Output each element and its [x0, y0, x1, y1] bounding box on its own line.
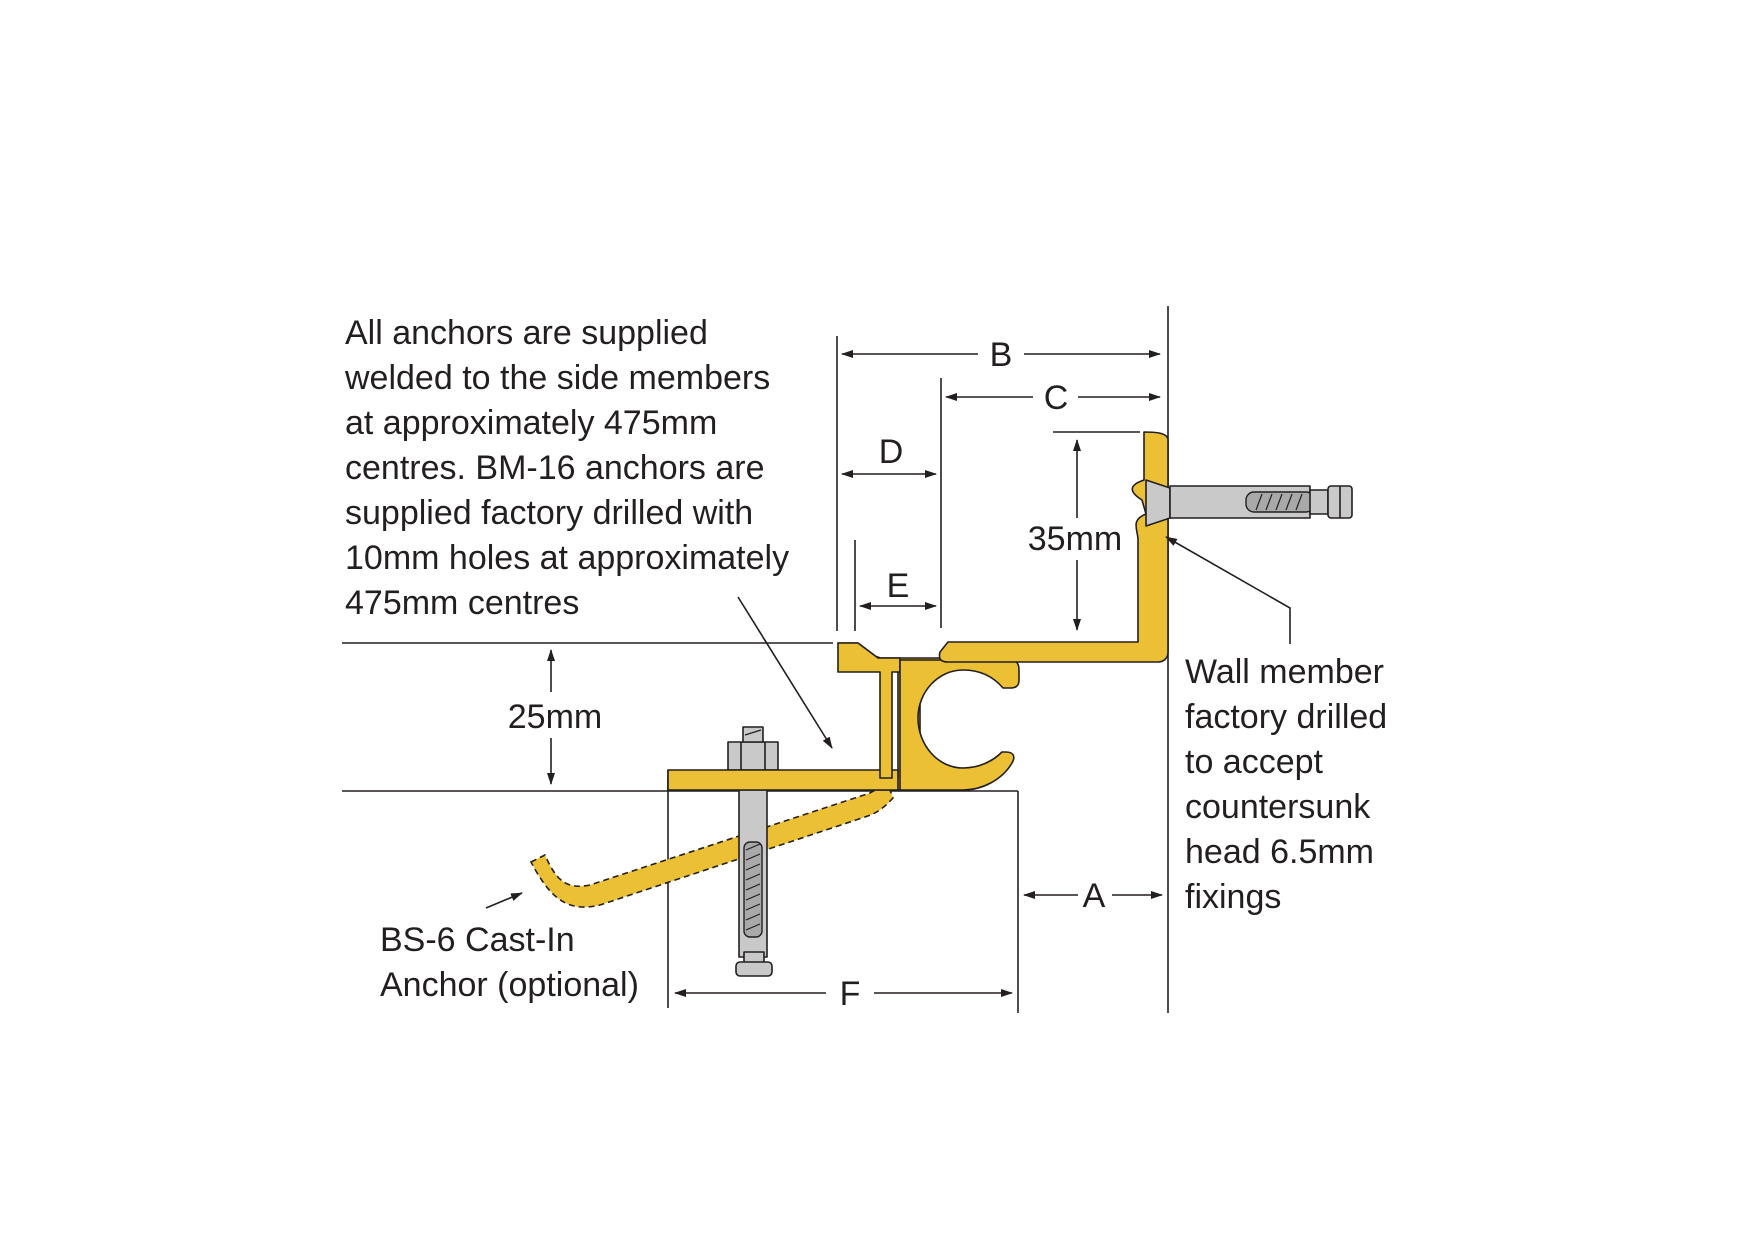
label-a: A [1083, 877, 1106, 915]
wall-member-note-line: factory drilled [1185, 698, 1387, 736]
label-d: D [879, 433, 904, 471]
anchors-note: All anchors are supplied welded to the s… [344, 314, 789, 622]
wall-member-note-line: Wall member [1185, 653, 1384, 691]
cast-in-anchor-note-line: Anchor (optional) [380, 966, 639, 1004]
wall-member-profile [938, 431, 1169, 663]
wall-member-note: Wall member factory drilled to accept co… [1185, 653, 1387, 916]
wall-member-note-line: fixings [1185, 878, 1281, 916]
cast-in-anchor-note: BS-6 Cast-In Anchor (optional) [380, 921, 639, 1004]
label-b: B [990, 336, 1013, 374]
wall-member-note-line: countersunk [1185, 788, 1371, 826]
anchors-note-line: All anchors are supplied [345, 314, 708, 352]
wall-member-note-line: head 6.5mm [1185, 833, 1374, 871]
extension-lines [667, 336, 1140, 1008]
anchor-plate [667, 769, 899, 791]
wall-member-note-line: to accept [1185, 743, 1324, 781]
label-f: F [840, 975, 861, 1013]
anchors-note-line: centres. BM-16 anchors are [345, 449, 765, 487]
wall-expansion-bolt [1145, 479, 1353, 527]
side-member [837, 642, 901, 779]
label-c: C [1044, 379, 1069, 417]
anchors-note-line: supplied factory drilled with [345, 494, 753, 532]
c-channel-profile [899, 659, 1020, 791]
leader-anchors-note [737, 596, 833, 749]
cast-in-anchor [529, 787, 894, 908]
anchors-note-line: at approximately 475mm [345, 404, 717, 442]
label-35mm: 35mm [1028, 520, 1122, 558]
label-25mm: 25mm [508, 698, 602, 736]
leader-wall-member [1165, 536, 1291, 644]
slab-outline [342, 306, 1169, 1013]
label-e: E [887, 567, 910, 605]
anchors-note-line: 475mm centres [345, 584, 579, 622]
anchors-note-line: 10mm holes at approximately [345, 539, 789, 577]
leader-cast-in-anchor [485, 892, 523, 909]
cast-in-anchor-note-line: BS-6 Cast-In [380, 921, 575, 959]
anchors-note-line: welded to the side members [344, 359, 770, 397]
